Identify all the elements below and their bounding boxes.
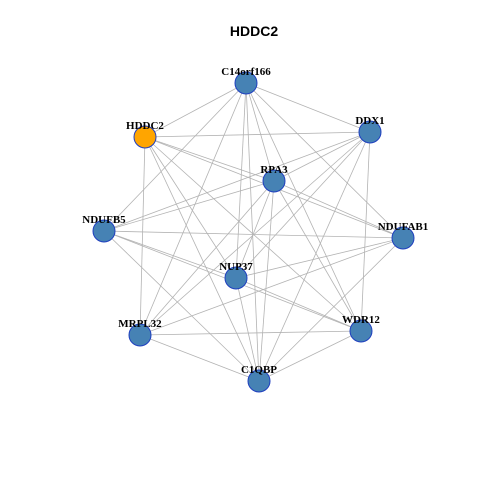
node-rpa3 <box>262 169 286 193</box>
node-layer <box>92 71 415 393</box>
edge-hddc2-rpa3 <box>144 136 275 182</box>
graph-title: HDDC2 <box>230 23 278 39</box>
node-hddc2 <box>133 125 157 149</box>
node-label-ddx1: DDX1 <box>355 115 384 127</box>
edge-rpa3-wdr12 <box>273 180 362 332</box>
edge-ddx1-mrpl32 <box>139 131 371 336</box>
node-ddx1 <box>358 120 382 144</box>
node-wdr12 <box>349 319 373 343</box>
node-label-c1qbp: C1QBP <box>241 364 277 376</box>
edge-ddx1-rpa3 <box>273 131 371 182</box>
node-label-wdr12: WDR12 <box>342 314 380 326</box>
edge-ndufab1-nup37 <box>235 237 404 279</box>
edge-ddx1-nup37 <box>235 131 371 279</box>
edge-rpa3-c1qbp <box>258 180 275 382</box>
node-nup37 <box>224 266 248 290</box>
edge-hddc2-mrpl32 <box>139 136 146 336</box>
node-label-nup37: NUP37 <box>219 261 253 273</box>
edge-mrpl32-wdr12 <box>139 330 362 336</box>
edge-rpa3-nup37 <box>235 180 275 279</box>
edge-c14orf166-rpa3 <box>245 82 275 182</box>
edge-wdr12-c1qbp <box>258 330 362 382</box>
edge-c14orf166-ndufab1 <box>245 82 404 239</box>
edge-ddx1-wdr12 <box>360 131 371 332</box>
edge-c14orf166-hddc2 <box>144 82 247 138</box>
edge-c14orf166-c1qbp <box>245 82 260 382</box>
edge-rpa3-ndufab1 <box>273 180 404 239</box>
edge-rpa3-mrpl32 <box>139 180 275 336</box>
node-ndufab1 <box>391 226 415 250</box>
node-ndufb5 <box>92 219 116 243</box>
edge-ddx1-c1qbp <box>258 131 371 382</box>
edge-ndufb5-nup37 <box>103 230 237 279</box>
edge-ddx1-ndufb5 <box>103 131 371 232</box>
edge-ndufab1-c1qbp <box>258 237 404 382</box>
edge-hddc2-c1qbp <box>144 136 260 382</box>
edge-ndufb5-ndufab1 <box>103 230 404 239</box>
edge-c14orf166-ndufb5 <box>103 82 247 232</box>
edge-c14orf166-mrpl32 <box>139 82 247 336</box>
node-mrpl32 <box>128 323 152 347</box>
node-label-hddc2: HDDC2 <box>126 120 164 132</box>
edge-hddc2-nup37 <box>144 136 237 279</box>
edge-c14orf166-nup37 <box>235 82 247 279</box>
node-label-c14orf166: C14orf166 <box>221 66 271 78</box>
node-label-mrpl32: MRPL32 <box>118 318 162 330</box>
edge-ndufb5-c1qbp <box>103 230 260 382</box>
node-label-ndufb5: NDUFB5 <box>82 214 126 226</box>
edge-hddc2-ddx1 <box>144 131 371 138</box>
edge-rpa3-ndufb5 <box>103 180 275 232</box>
edge-ndufab1-mrpl32 <box>139 237 404 336</box>
node-label-rpa3: RPA3 <box>260 164 288 176</box>
edge-c14orf166-wdr12 <box>245 82 362 332</box>
edge-mrpl32-c1qbp <box>139 334 260 382</box>
edge-nup37-c1qbp <box>235 277 260 382</box>
edge-c14orf166-ddx1 <box>245 82 371 133</box>
node-c1qbp <box>247 369 271 393</box>
node-label-ndufab1: NDUFAB1 <box>378 221 429 233</box>
edge-nup37-wdr12 <box>235 277 362 332</box>
node-c14orf166 <box>234 71 258 95</box>
